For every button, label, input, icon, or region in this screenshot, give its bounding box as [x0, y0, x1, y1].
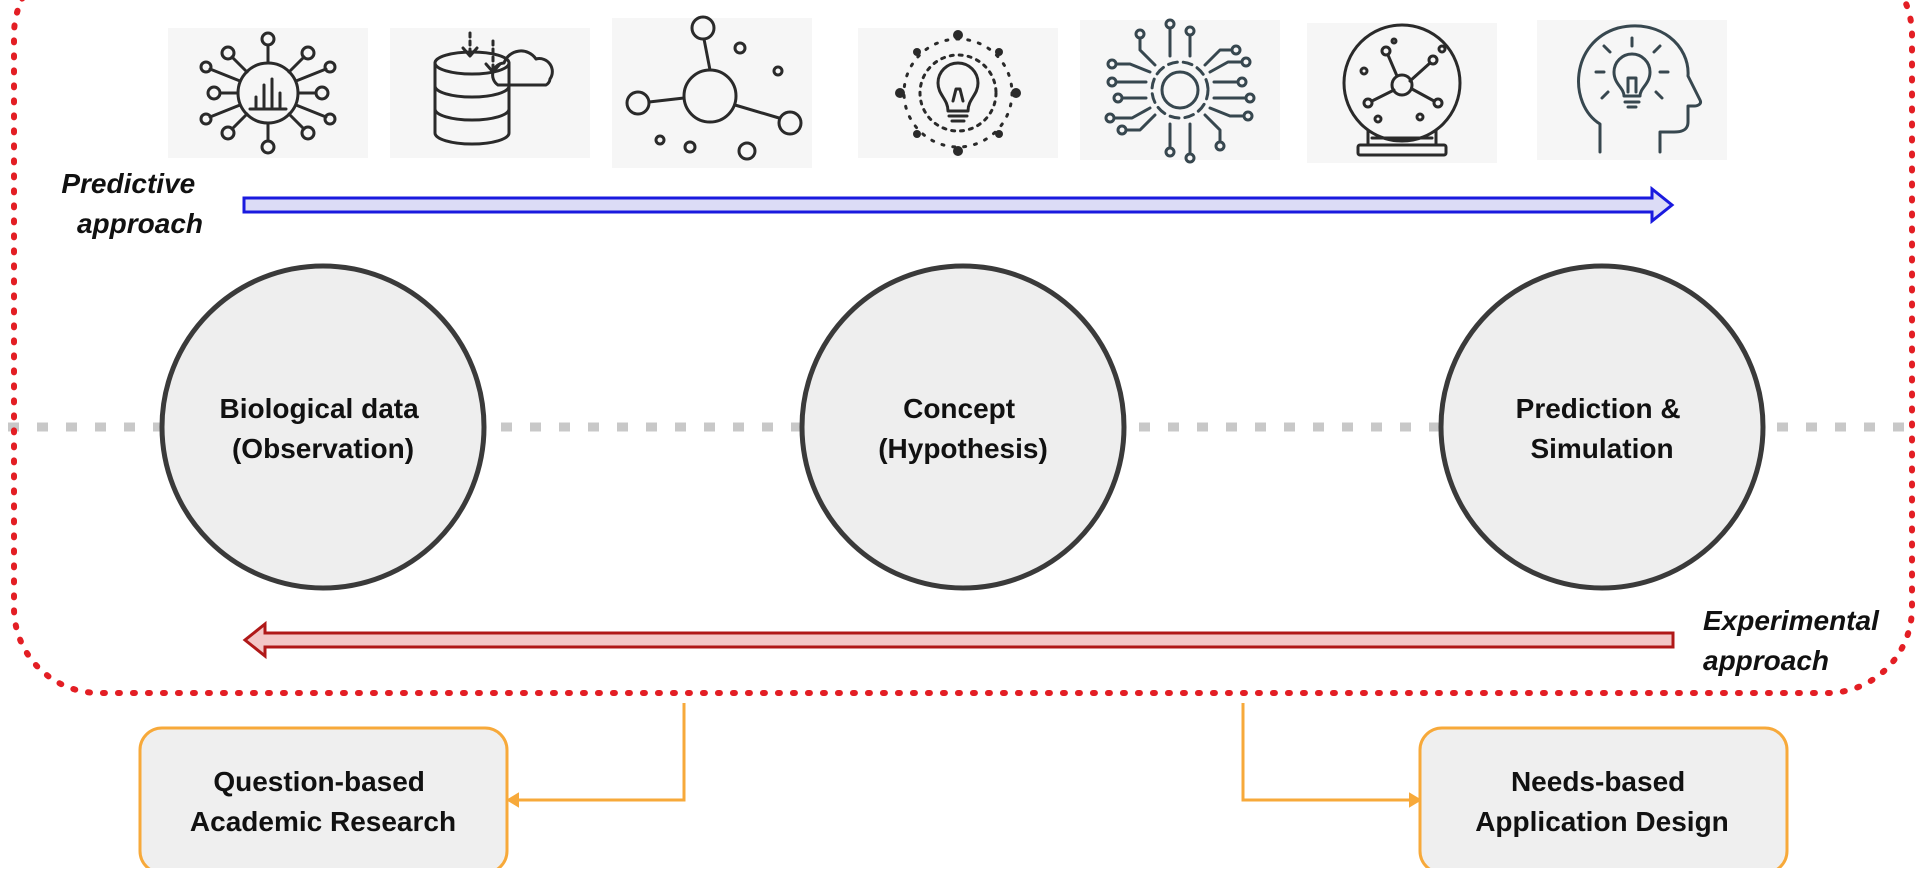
node-observation: Biological data (Observation): [159, 263, 487, 591]
outcome-academic-line-1: Question-based: [213, 766, 425, 797]
experimental-label-line-1: Experimental: [1703, 605, 1880, 636]
data-analytics-network-icon: [168, 28, 368, 158]
node-hypothesis-line-1: Concept: [903, 393, 1015, 424]
node-hypothesis-label: Concept (Hypothesis): [878, 393, 1048, 464]
predictive-approach-label: Predictive approach: [61, 168, 203, 239]
experimental-approach-label: Experimental approach: [1703, 605, 1887, 676]
outcome-academic-box: [138, 726, 509, 873]
node-observation-line-2: (Observation): [232, 433, 414, 464]
crystal-ball-network-icon: [1307, 23, 1497, 163]
node-prediction-circle: [1438, 263, 1766, 591]
node-observation-line-1: Biological data: [220, 393, 420, 424]
outcome-application: Needs-based Application Design: [1418, 726, 1789, 873]
node-prediction-line-2: Simulation: [1530, 433, 1673, 464]
experimental-arrow: [242, 620, 1675, 660]
connector-application: [1241, 703, 1422, 808]
outcome-application-line-2: Application Design: [1475, 806, 1729, 837]
outcome-application-label: Needs-based Application Design: [1475, 766, 1729, 837]
outcome-academic-label: Question-based Academic Research: [190, 766, 456, 837]
node-hypothesis-circle: [799, 263, 1127, 591]
lightbulb-idea-icon: [858, 28, 1058, 158]
node-prediction-label: Prediction & Simulation: [1516, 393, 1689, 464]
predictive-label-line-2: approach: [77, 208, 203, 239]
cycle-frame: [11, 0, 1915, 696]
node-observation-circle: [159, 263, 487, 591]
node-hypothesis: Concept (Hypothesis): [799, 263, 1127, 591]
gear-circuit-icon: [1080, 18, 1280, 164]
node-hypothesis-line-2: (Hypothesis): [878, 433, 1048, 464]
node-prediction-line-1: Prediction &: [1516, 393, 1681, 424]
database-cloud-download-icon: [390, 28, 590, 158]
node-observation-label: Biological data (Observation): [220, 393, 427, 464]
outcome-application-line-1: Needs-based: [1511, 766, 1685, 797]
head-lightbulb-icon: [1537, 20, 1727, 160]
connector-academic: [506, 703, 686, 808]
outcome-academic-line-2: Academic Research: [190, 806, 456, 837]
network-nodes-icon: [612, 15, 812, 168]
predictive-label-line-1: Predictive: [61, 168, 195, 199]
experimental-label-line-2: approach: [1703, 645, 1829, 676]
outcome-application-box: [1418, 726, 1789, 873]
icon-row: [168, 15, 1727, 168]
predictive-arrow: [242, 185, 1675, 225]
outcome-academic: Question-based Academic Research: [138, 726, 509, 873]
node-prediction: Prediction & Simulation: [1438, 263, 1766, 591]
